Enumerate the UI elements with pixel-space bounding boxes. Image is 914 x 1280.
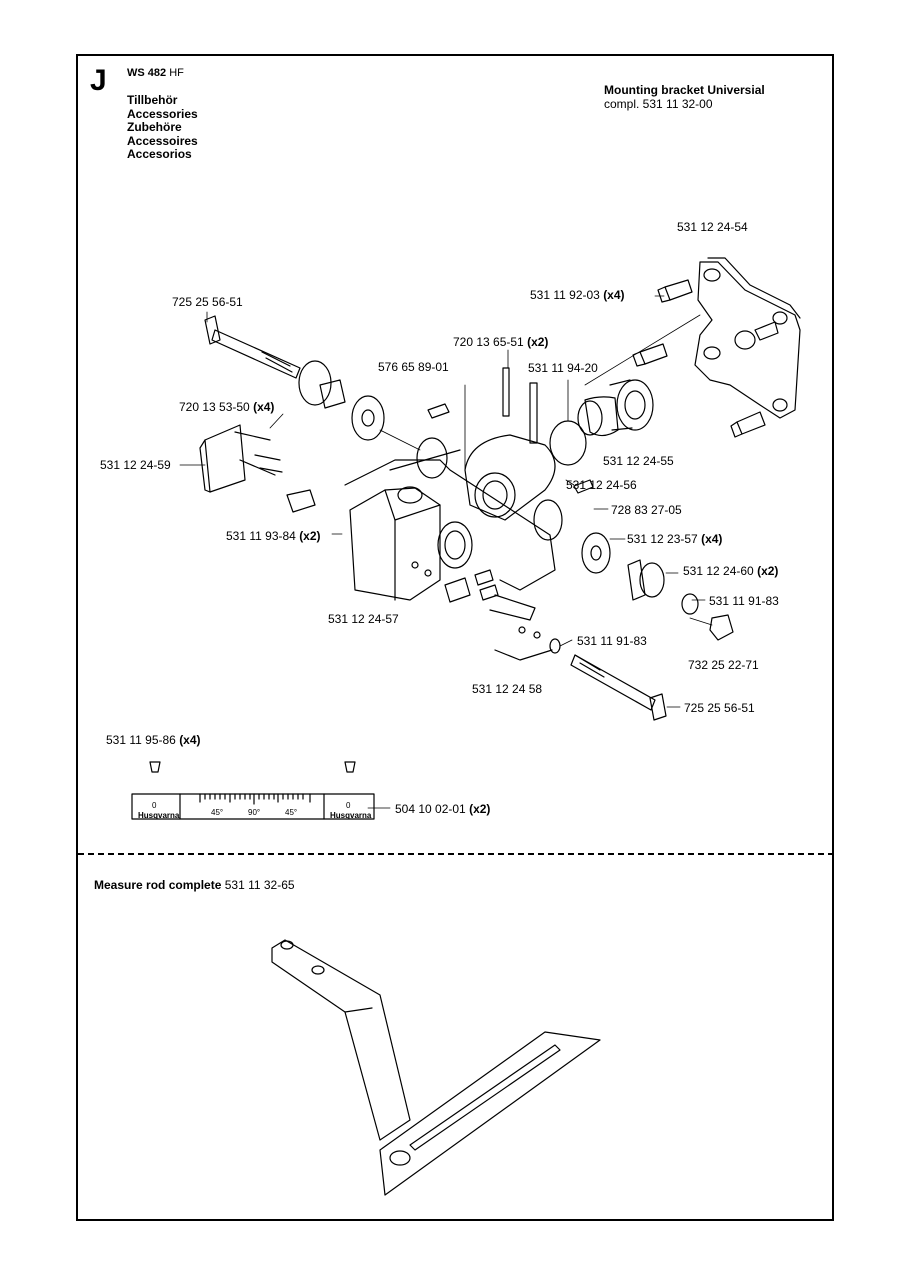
part-number: 531 11 92-03: [530, 288, 600, 302]
part-qty: (x2): [469, 802, 491, 816]
part-label: 531 11 93-84 (x2): [226, 529, 321, 543]
part-number: 531 12 24-59: [100, 458, 171, 472]
part-label: 531 12 24-55: [603, 454, 674, 468]
part-qty: (x4): [179, 733, 201, 747]
mounting-plate-left: [199, 424, 283, 493]
part-number: 531 12 24 58: [472, 682, 543, 696]
lower-pins: [474, 569, 536, 621]
measure-rod-heading: Measure rod complete 531 11 32-65: [94, 878, 295, 892]
part-number: 531 11 91-83: [709, 594, 779, 608]
title-spanish: Accesorios: [127, 147, 192, 161]
part-label: 732 25 22-71: [688, 658, 759, 672]
measure-rod-number: 531 11 32-65: [224, 878, 295, 892]
section-divider: [78, 853, 834, 855]
bracket-heading: Mounting bracket Universial compl. 531 1…: [604, 83, 765, 111]
part-label: 531 12 24-56: [566, 478, 637, 492]
part-qty: (x4): [603, 288, 625, 302]
section-title-languages: Tillbehör Accessories Zubehöre Accessoir…: [127, 93, 198, 162]
scale-mark-90: 90°: [248, 808, 260, 817]
measure-rod-title: Measure rod complete: [94, 878, 222, 892]
long-bolt-bottom: [494, 626, 667, 721]
part-label: 531 11 91-83: [709, 594, 779, 608]
scale-mark-45-left: 45°: [211, 808, 223, 817]
part-label: 725 25 56-51: [172, 295, 243, 309]
base-plate: [344, 437, 563, 591]
scale-mark-45-right: 45°: [285, 808, 297, 817]
part-number: 531 12 24-54: [677, 220, 748, 234]
title-french: Accessoires: [127, 133, 198, 148]
part-number: 531 12 24-57: [328, 612, 399, 626]
part-label: 531 11 91-83: [577, 634, 647, 648]
part-number: 720 13 65-51: [453, 335, 524, 349]
scale-mark-0-right: 0: [346, 801, 351, 810]
part-number: 531 12 24-55: [603, 454, 674, 468]
part-label: 531 11 95-86 (x4): [106, 733, 201, 747]
angle-scale: 0 45° 90° 45° 0 Husqvarna Husqvarna: [131, 761, 375, 820]
title-german: Zubehöre: [127, 120, 182, 134]
part-label: 531 12 24-54: [677, 220, 748, 234]
part-label: 531 12 24 58: [472, 682, 542, 696]
part-number: 720 13 53-50: [179, 400, 250, 414]
part-qty: (x2): [299, 529, 321, 543]
part-number: 728 83 27-05: [611, 503, 682, 517]
part-number: 531 11 91-83: [577, 634, 647, 648]
part-number: 531 11 93-84: [226, 529, 296, 543]
o-ring: [549, 420, 587, 466]
part-label: 531 12 24-57: [328, 612, 399, 626]
part-qty: (x2): [757, 564, 779, 578]
bracket-subtitle: compl. 531 11 32-00: [604, 97, 713, 111]
part-number: 504 10 02-01: [395, 802, 466, 816]
brand-logo-left: Husqvarna: [138, 811, 180, 820]
model-suffix: HF: [169, 67, 184, 79]
title-swedish: Tillbehör: [127, 93, 178, 107]
part-number: 732 25 22-71: [688, 658, 759, 672]
model-number: WS 482: [127, 67, 167, 79]
part-label: 531 11 92-03 (x4): [530, 288, 625, 302]
part-label: 504 10 02-01 (x2): [395, 802, 490, 816]
bracket-title: Mounting bracket Universial: [604, 83, 765, 97]
part-label: 531 12 24-60 (x2): [683, 564, 778, 578]
part-number: 531 11 94-20: [528, 361, 598, 375]
swivel-housing: [464, 434, 556, 521]
washer-left: [351, 395, 385, 441]
section-letter: J: [90, 64, 107, 97]
long-bolt-top: [204, 315, 346, 409]
part-label: 720 13 53-50 (x4): [179, 400, 274, 414]
part-qty: (x4): [253, 400, 275, 414]
title-english: Accessories: [127, 106, 198, 121]
part-label: 728 83 27-05: [611, 503, 682, 517]
measure-rod-drawing: [271, 939, 601, 1196]
springs: [286, 489, 471, 603]
part-qty: (x4): [701, 532, 723, 546]
part-number: 531 12 24-56: [566, 478, 637, 492]
main-block: [349, 486, 473, 601]
part-label: 725 25 56-51: [684, 701, 755, 715]
part-label: 531 11 94-20: [528, 361, 598, 375]
right-washers-nuts: [581, 532, 734, 641]
brand-logo-right: Husqvarna: [330, 811, 372, 820]
part-label: 576 65 89-01: [378, 360, 449, 374]
flange-cylinder: [577, 379, 654, 437]
part-label: 720 13 65-51 (x2): [453, 335, 548, 349]
leader-lines: [179, 295, 713, 809]
pins: [427, 367, 594, 494]
part-label: 531 12 23-57 (x4): [627, 532, 722, 546]
bracket-bolts: [632, 279, 779, 438]
part-number: 725 25 56-51: [172, 295, 243, 309]
part-number: 531 12 24-60: [683, 564, 754, 578]
scale-mark-0-left: 0: [152, 801, 157, 810]
model-name: WS 482 HF: [127, 67, 184, 79]
part-qty: (x2): [527, 335, 549, 349]
part-label: 531 12 24-59: [100, 458, 171, 472]
part-number: 725 25 56-51: [684, 701, 755, 715]
part-number: 531 11 95-86: [106, 733, 176, 747]
part-number: 576 65 89-01: [378, 360, 449, 374]
part-number: 531 12 23-57: [627, 532, 698, 546]
page-frame: [76, 54, 834, 1221]
bracket-plate: [694, 257, 801, 419]
